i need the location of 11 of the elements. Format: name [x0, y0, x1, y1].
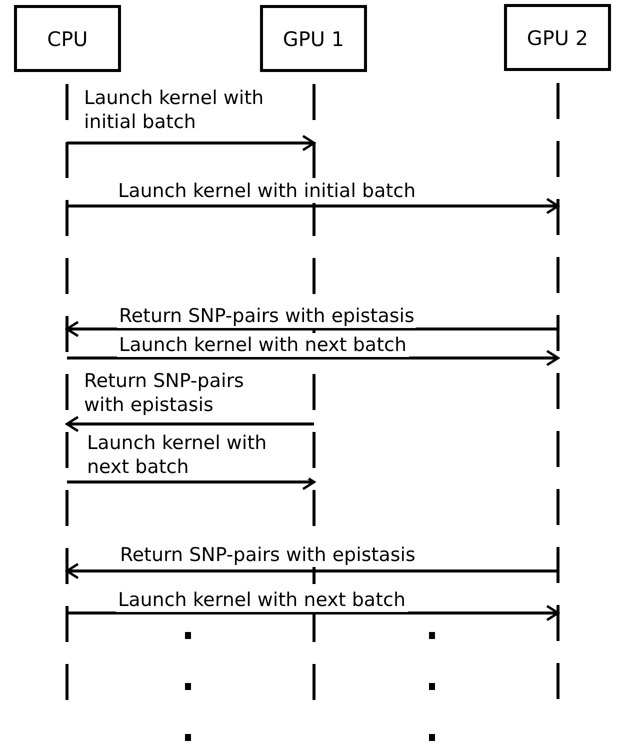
participant-box: GPU 2 — [504, 4, 611, 71]
arrow — [66, 562, 558, 580]
arrow — [67, 350, 560, 366]
arrow — [67, 134, 316, 152]
arrow — [67, 604, 560, 622]
arrow — [66, 320, 558, 338]
arrow — [67, 198, 560, 214]
participant-box: GPU 1 — [260, 5, 367, 72]
arrow — [66, 416, 314, 432]
participant-box: CPU — [14, 5, 121, 72]
edge-label: Launch kernel with next batch — [117, 333, 409, 357]
